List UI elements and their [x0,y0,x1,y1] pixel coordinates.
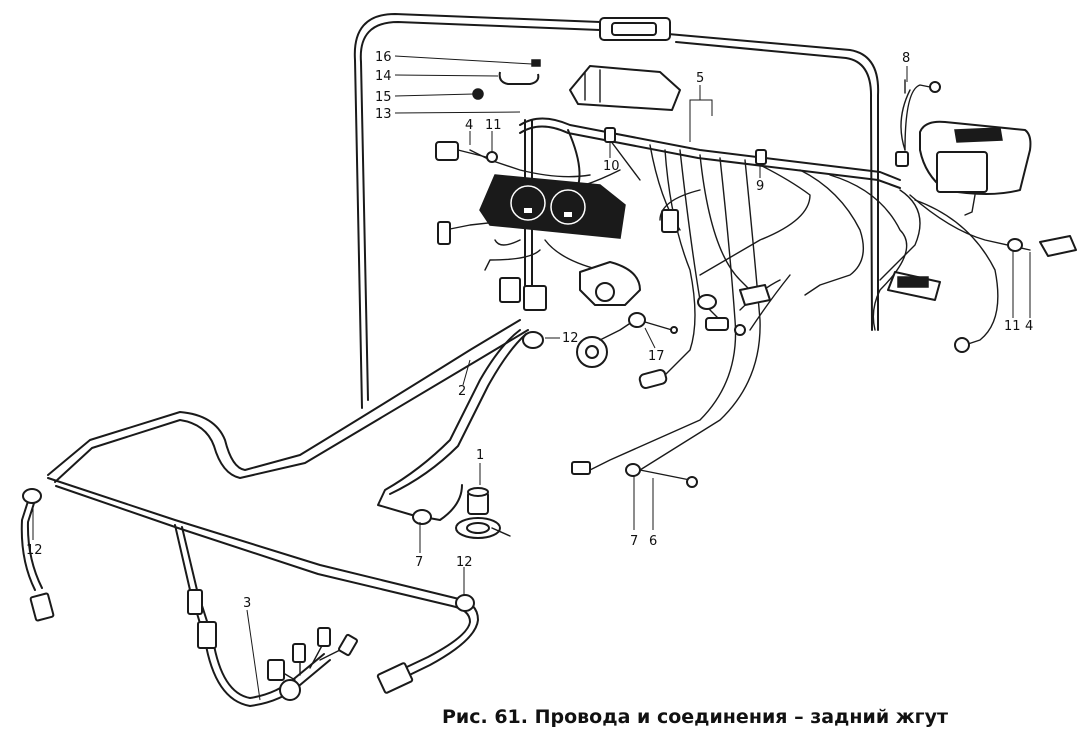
callout-16: 16 [375,50,392,65]
roof-harness-loop [353,13,880,409]
left-switch [435,141,498,163]
callout-12-left: 12 [26,543,43,558]
ignition-switch [579,261,641,306]
callout-17: 17 [648,349,665,364]
callout-labels: 16 14 15 13 4 11 10 5 9 8 11 4 12 2 17 1… [26,50,1033,611]
right-lamp-socket [887,271,941,301]
branch-harness [174,524,351,707]
clips-and-fasteners [472,59,909,167]
callout-15: 15 [375,90,392,105]
control-box [569,65,681,111]
horn-part [576,319,636,368]
figure-caption: Рис. 61. Провода и соединения – задний ж… [442,706,948,728]
right-plug-4 [1007,235,1077,257]
leader-lines [32,55,1031,701]
callout-5: 5 [696,71,704,86]
callout-2: 2 [458,384,466,399]
callout-6: 6 [649,534,657,549]
plug-item-6 [571,461,698,488]
lamp-plug-lower [638,368,668,390]
branch-connectors [187,589,358,701]
dash-connector-mid [661,209,679,233]
callout-11-left: 11 [485,118,502,133]
switch-part-1 [455,487,511,539]
callout-4-left: 4 [465,118,473,133]
callout-12-lower: 12 [456,555,473,570]
callout-7-right: 7 [630,534,638,549]
callout-3: 3 [243,596,251,611]
right-bulb [954,337,970,353]
floor-harness [20,319,529,683]
callout-4-right: 4 [1025,319,1033,334]
feed-harness [377,329,527,525]
main-trunk [444,89,1031,471]
item-17-plug [628,312,678,334]
callout-9: 9 [756,179,764,194]
instrument-cluster [479,174,626,239]
callout-12-upper: 12 [562,331,579,346]
floor-harness-connectors [29,592,414,694]
floor-harness-grommets [22,331,544,612]
callout-1: 1 [476,448,484,463]
callout-8: 8 [902,51,910,66]
callout-13: 13 [375,107,392,122]
small-switch-left [437,221,451,245]
roof-light-connector [599,17,671,41]
callout-11-right: 11 [1004,319,1021,334]
callout-7-left: 7 [415,555,423,570]
bulb-sockets [697,284,771,336]
rear-light-housing [904,81,1032,216]
pair-connectors [499,277,547,311]
callout-14: 14 [375,69,392,84]
callout-10: 10 [603,159,620,174]
